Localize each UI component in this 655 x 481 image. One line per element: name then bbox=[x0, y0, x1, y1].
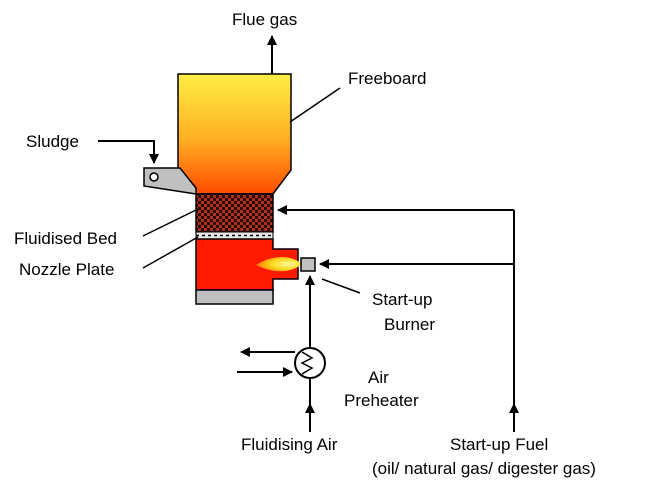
air-preheater-label-line2: Preheater bbox=[344, 391, 419, 410]
startup-burner-leader bbox=[321, 278, 361, 294]
startup-burner bbox=[300, 257, 316, 272]
fluidised-bed-leader bbox=[142, 208, 199, 237]
startup-fuel-label-line1: Start-up Fuel bbox=[450, 435, 548, 454]
vessel-base bbox=[195, 289, 274, 305]
fluidised-bed-label: Fluidised Bed bbox=[14, 229, 117, 248]
nozzle-plate-leader bbox=[142, 236, 199, 269]
air-preheater bbox=[294, 347, 326, 379]
freeboard-label: Freeboard bbox=[348, 69, 426, 88]
freeboard-leader bbox=[289, 87, 341, 123]
preheater-coil bbox=[300, 351, 314, 375]
flue-gas-label: Flue gas bbox=[232, 10, 297, 29]
startup-burner-label-line2: Burner bbox=[384, 315, 435, 334]
sludge-feeder-screw bbox=[149, 172, 159, 182]
nozzle-plate-label: Nozzle Plate bbox=[19, 260, 114, 279]
freeboard-section bbox=[177, 73, 292, 195]
fluidising-air-label: Fluidising Air bbox=[241, 435, 338, 454]
startup-burner-label-line1: Start-up bbox=[372, 290, 432, 309]
startup-fuel-label-line2: (oil/ natural gas/ digester gas) bbox=[372, 459, 596, 478]
sludge-feed-arrow bbox=[98, 140, 159, 164]
sludge-label: Sludge bbox=[26, 132, 79, 151]
air-preheater-label-line1: Air bbox=[368, 368, 389, 387]
burner-flame bbox=[256, 256, 302, 272]
fluidised-bed bbox=[195, 193, 274, 233]
